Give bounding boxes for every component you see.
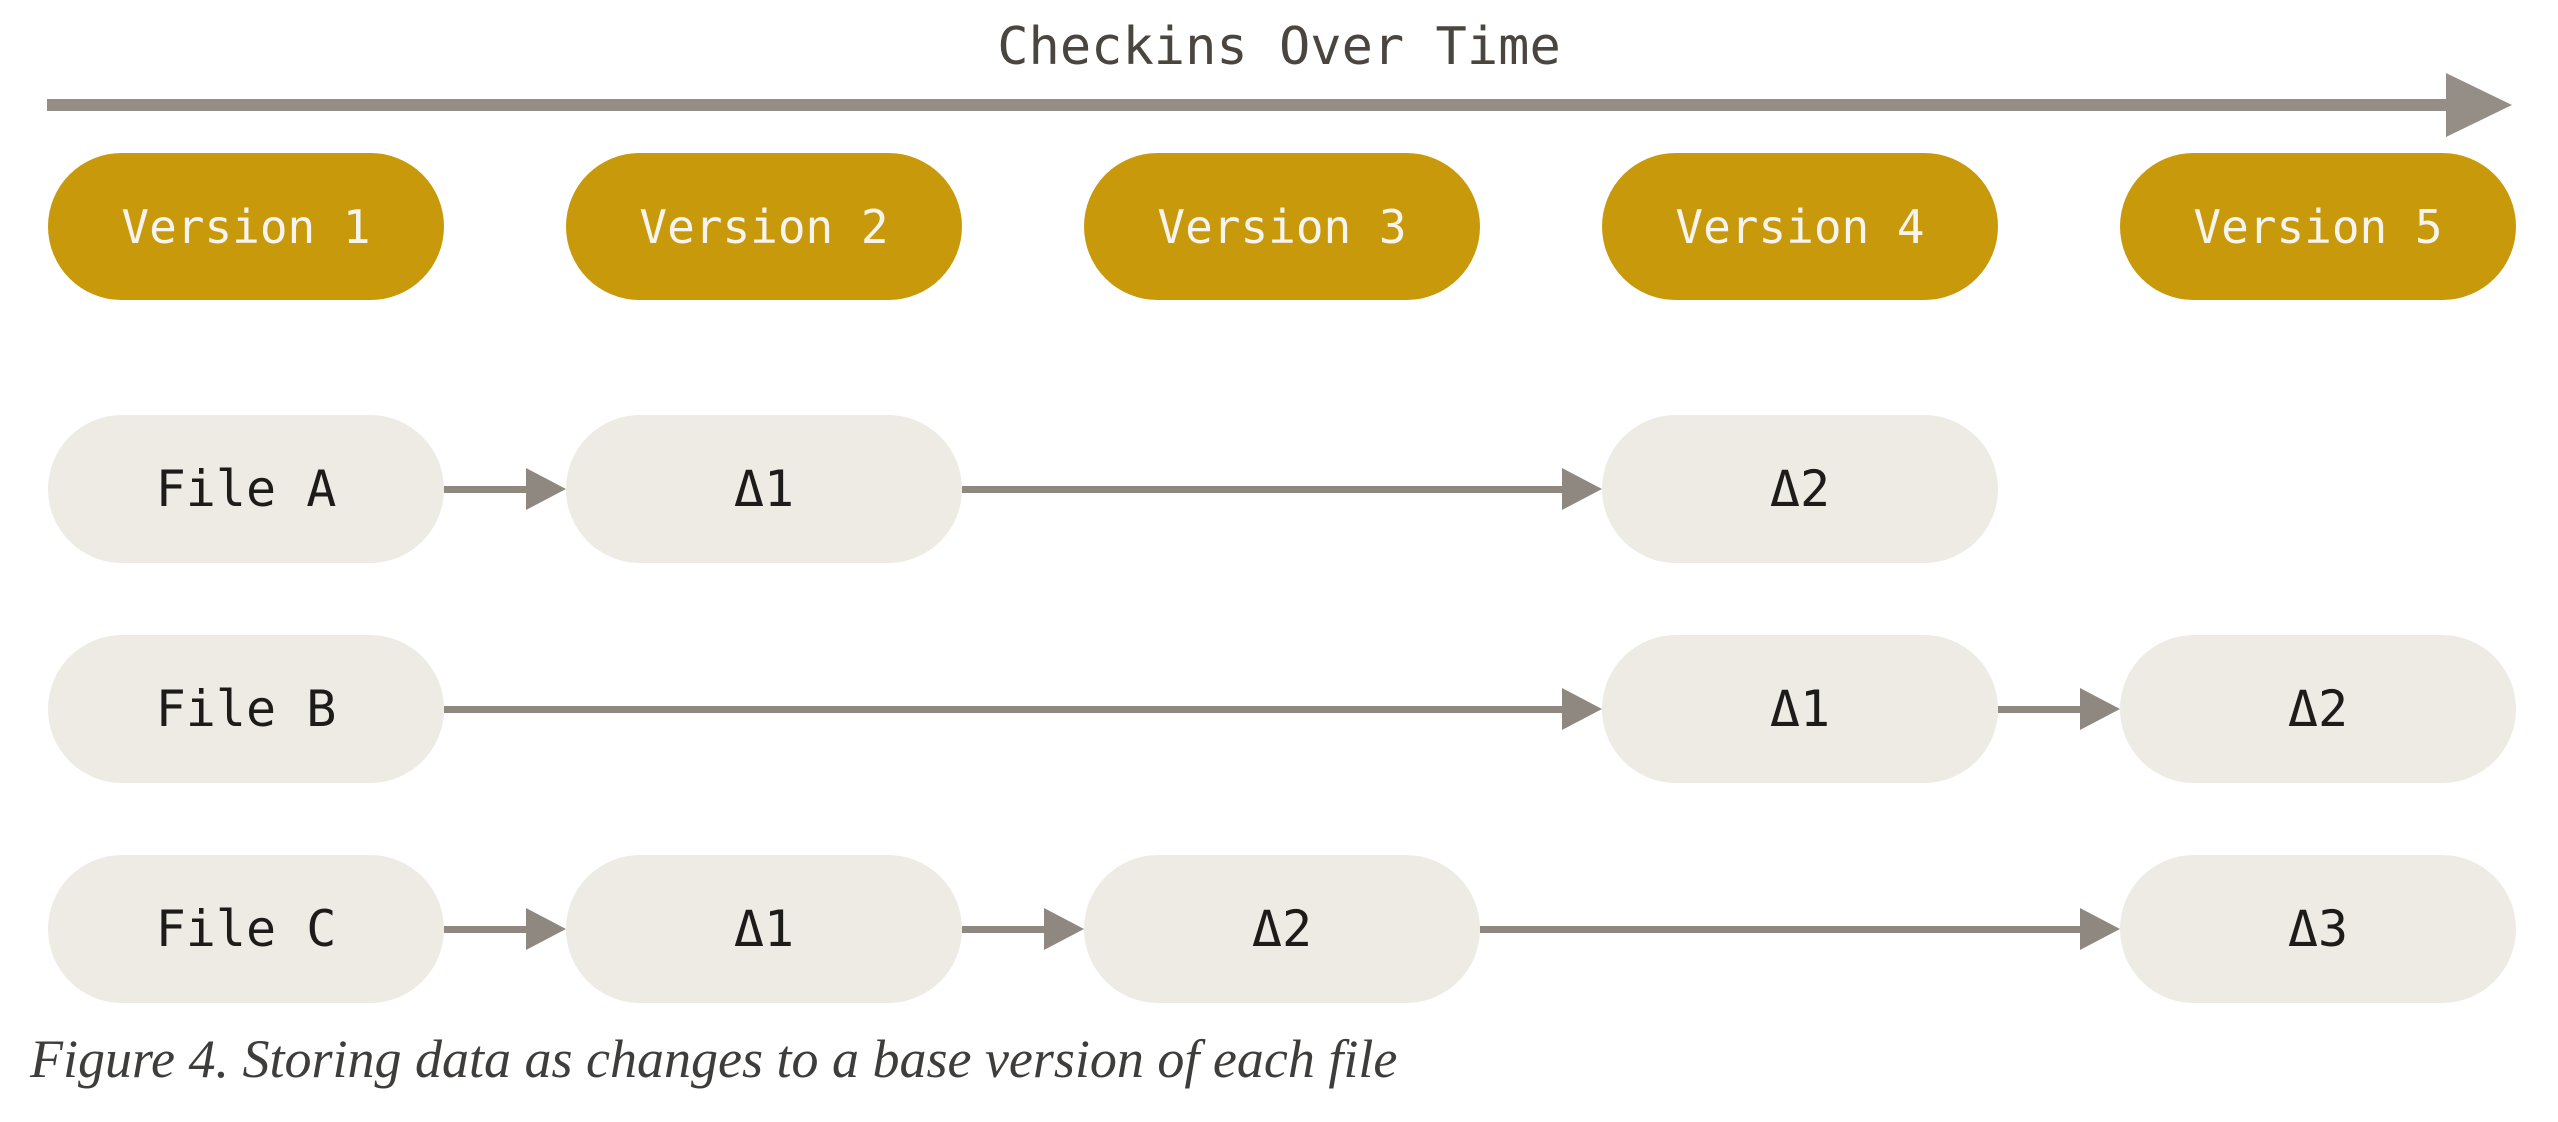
pill-label: File C <box>155 900 337 958</box>
version-pill-label: Version 2 <box>639 199 889 254</box>
file-pill: File C <box>48 855 444 1003</box>
timeline-arrow <box>47 99 2448 111</box>
arrowhead-icon <box>2080 688 2120 730</box>
arrowhead-icon <box>526 908 566 950</box>
delta-pill: Δ2 <box>2120 635 2516 783</box>
pill-label: Δ3 <box>2287 900 2349 958</box>
version-pill-label: Version 1 <box>121 199 371 254</box>
arrow <box>1480 925 2084 933</box>
timeline-arrowhead-icon <box>2446 73 2512 137</box>
pill-label: Δ2 <box>2287 680 2349 738</box>
pill-label: Δ1 <box>733 900 795 958</box>
delta-pill: Δ3 <box>2120 855 2516 1003</box>
pill-label: Δ2 <box>1251 900 1313 958</box>
version-pill-label: Version 3 <box>1157 199 1407 254</box>
arrow <box>962 485 1566 493</box>
version-pill-label: Version 4 <box>1675 199 1925 254</box>
arrow <box>444 925 530 933</box>
arrow <box>444 705 1566 713</box>
arrowhead-icon <box>1044 908 1084 950</box>
arrowhead-icon <box>1562 688 1602 730</box>
pill-label: File A <box>155 460 337 518</box>
delta-pill: Δ2 <box>1602 415 1998 563</box>
arrowhead-icon <box>526 468 566 510</box>
file-pill: File A <box>48 415 444 563</box>
delta-pill: Δ1 <box>566 855 962 1003</box>
delta-pill: Δ2 <box>1084 855 1480 1003</box>
pill-label: Δ1 <box>1769 680 1831 738</box>
arrowhead-icon <box>1562 468 1602 510</box>
pill-label: Δ1 <box>733 460 795 518</box>
version-pill-label: Version 5 <box>2193 199 2443 254</box>
arrow <box>444 485 530 493</box>
version-pill-2: Version 2 <box>566 153 962 300</box>
figure-caption: Figure 4. Storing data as changes to a b… <box>30 1029 1398 1089</box>
timeline-title: Checkins Over Time <box>997 17 1561 77</box>
pill-label: Δ2 <box>1769 460 1831 518</box>
delta-pill: Δ1 <box>566 415 962 563</box>
arrow <box>962 925 1048 933</box>
file-pill: File B <box>48 635 444 783</box>
arrow <box>1998 705 2084 713</box>
version-pill-1: Version 1 <box>48 153 444 300</box>
version-pill-5: Version 5 <box>2120 153 2516 300</box>
version-pill-4: Version 4 <box>1602 153 1998 300</box>
version-pill-3: Version 3 <box>1084 153 1480 300</box>
delta-pill: Δ1 <box>1602 635 1998 783</box>
pill-label: File B <box>155 680 337 738</box>
arrowhead-icon <box>2080 908 2120 950</box>
